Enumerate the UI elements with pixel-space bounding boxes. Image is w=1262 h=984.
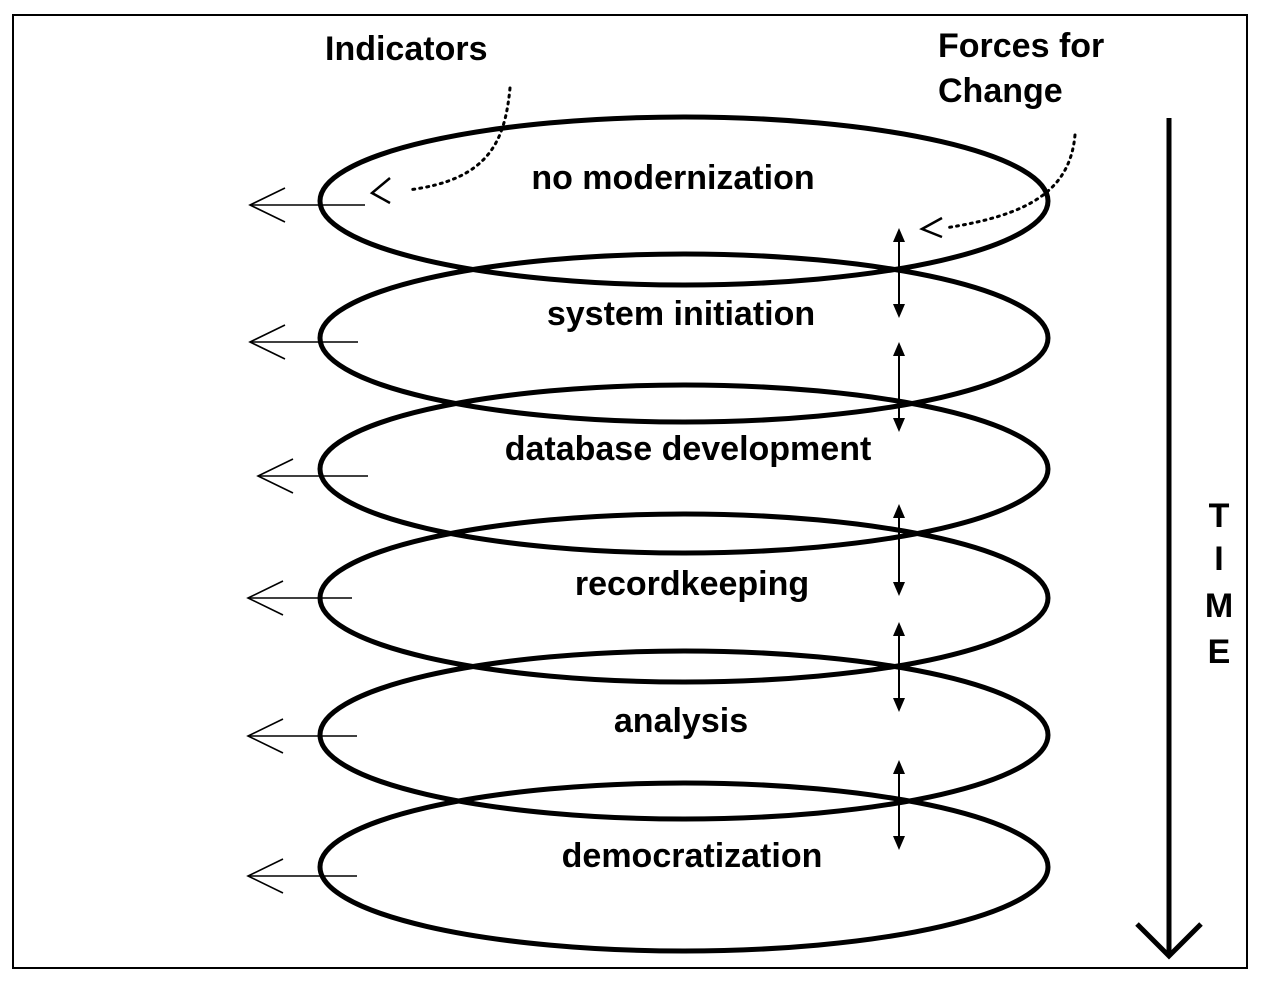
transition-arrow-5 xyxy=(893,760,905,850)
stage-ellipse-no-modernization xyxy=(317,114,1051,288)
stage-label-recordkeeping: recordkeeping xyxy=(575,565,809,603)
time-letter-i: I xyxy=(1214,540,1223,578)
transition-arrow-4 xyxy=(893,622,905,712)
indicator-arrow-no-modernization xyxy=(248,187,365,223)
indicator-arrow-database-development xyxy=(256,458,368,494)
transition-arrow-3 xyxy=(893,504,905,596)
time-letter-t: T xyxy=(1209,497,1230,535)
transition-arrow-2 xyxy=(893,342,905,432)
time-letter-m: M xyxy=(1205,587,1233,625)
forces-for-change-label-line1: Forces for xyxy=(938,27,1104,65)
stage-label-no-modernization: no modernization xyxy=(531,159,814,197)
forces-for-change-label-line2: Change xyxy=(938,72,1063,110)
stage-ellipse-system-initiation xyxy=(317,251,1051,425)
stage-ellipse-democratization xyxy=(317,780,1051,954)
stage-label-database-development: database development xyxy=(505,430,872,468)
time-letter-e: E xyxy=(1208,633,1231,671)
forces-callout-arrowhead xyxy=(919,216,943,239)
stage-ellipse-analysis xyxy=(317,648,1051,822)
indicators-label: Indicators xyxy=(325,30,487,68)
indicator-arrow-democratization xyxy=(246,858,357,894)
indicator-arrow-recordkeeping xyxy=(246,580,352,616)
indicator-arrow-system-initiation xyxy=(248,324,358,360)
transition-arrow-1 xyxy=(893,228,905,318)
forces-callout-line xyxy=(943,133,1077,230)
stage-label-democratization: democratization xyxy=(562,837,823,875)
stage-ellipse-database-development xyxy=(317,382,1051,556)
indicator-arrow-analysis xyxy=(246,718,357,754)
indicators-callout-line xyxy=(406,86,512,192)
diagram-frame xyxy=(12,14,1248,969)
time-arrow-head xyxy=(1135,922,1203,960)
indicators-callout-arrowhead xyxy=(369,177,391,205)
stage-label-analysis: analysis xyxy=(614,702,748,740)
stage-label-system-initiation: system initiation xyxy=(547,295,815,333)
